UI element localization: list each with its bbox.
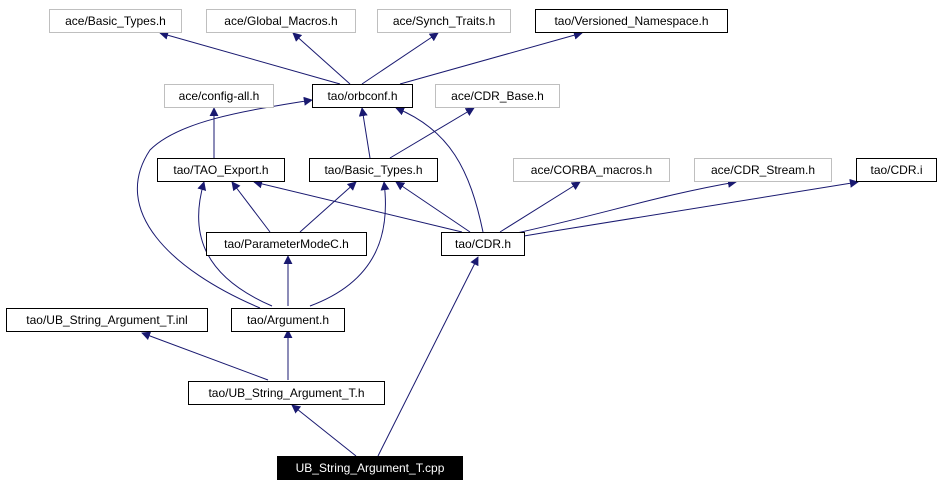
node-ace-synch-traits[interactable]: ace/Synch_Traits.h (377, 9, 511, 33)
node-tao-ub-string-argument-t-h[interactable]: tao/UB_String_Argument_T.h (188, 381, 385, 405)
edge-tao-cdr-to-tao-basic-types (395, 181, 471, 233)
node-tao-orbconf[interactable]: tao/orbconf.h (312, 84, 413, 108)
node-tao-argument[interactable]: tao/Argument.h (231, 308, 345, 332)
edge-orbconf-to-ace-global-macros (292, 32, 351, 85)
edge-tao-cdr-to-tao-orbconf (395, 106, 484, 233)
edge-cpp-to-tao-cdr (377, 256, 479, 457)
edge-tao-ub-string-argument-t-h-to-inl (141, 331, 269, 381)
edge-orbconf-to-tao-versioned-namespace (399, 30, 583, 85)
edge-tao-parametermodec-to-tao-tao-export (231, 181, 271, 233)
node-tao-basic-types[interactable]: tao/Basic_Types.h (309, 158, 438, 182)
node-tao-versioned-namespace[interactable]: tao/Versioned_Namespace.h (535, 9, 728, 33)
node-tao-ub-string-argument-t-inl[interactable]: tao/UB_String_Argument_T.inl (6, 308, 208, 332)
edge-tao-cdr-to-tao-cdr-i (523, 178, 859, 237)
node-ace-cdr-stream[interactable]: ace/CDR_Stream.h (694, 158, 832, 182)
node-ace-cdr-base[interactable]: ace/CDR_Base.h (435, 84, 560, 108)
edge-tao-argument-to-tao-tao-export (197, 181, 273, 307)
node-ace-corba-macros[interactable]: ace/CORBA_macros.h (513, 158, 670, 182)
edge-tao-basic-types-to-tao-orbconf (358, 107, 371, 159)
node-ace-config-all[interactable]: ace/config-all.h (164, 84, 274, 108)
node-tao-cdr-i[interactable]: tao/CDR.i (856, 158, 937, 182)
edge-cpp-to-tao-ub-string-argument-t-h (291, 404, 357, 457)
edge-orbconf-to-ace-basic-types (159, 30, 341, 85)
node-ace-basic-types[interactable]: ace/Basic_Types.h (49, 9, 182, 33)
edge-tao-cdr-to-tao-tao-export (253, 179, 463, 233)
edge-tao-cdr-to-ace-cdr-stream (511, 178, 737, 235)
edge-orbconf-to-ace-synch-traits (361, 32, 439, 85)
edge-tao-basic-types-to-ace-cdr-base (389, 107, 475, 159)
edge-tao-argument-to-tao-basic-types (309, 181, 390, 307)
node-ub-string-argument-t-cpp[interactable]: UB_String_Argument_T.cpp (277, 456, 463, 480)
edge-tao-cdr-to-ace-corba-macros (499, 181, 581, 233)
edge-tao-parametermodec-to-tao-basic-types (299, 181, 357, 233)
node-tao-parametermodec[interactable]: tao/ParameterModeC.h (206, 232, 367, 256)
node-ace-global-macros[interactable]: ace/Global_Macros.h (206, 9, 356, 33)
edge-tao-argument-to-tao-orbconf (137, 96, 313, 309)
node-tao-cdr-h[interactable]: tao/CDR.h (441, 232, 525, 256)
node-tao-tao-export[interactable]: tao/TAO_Export.h (157, 158, 285, 182)
